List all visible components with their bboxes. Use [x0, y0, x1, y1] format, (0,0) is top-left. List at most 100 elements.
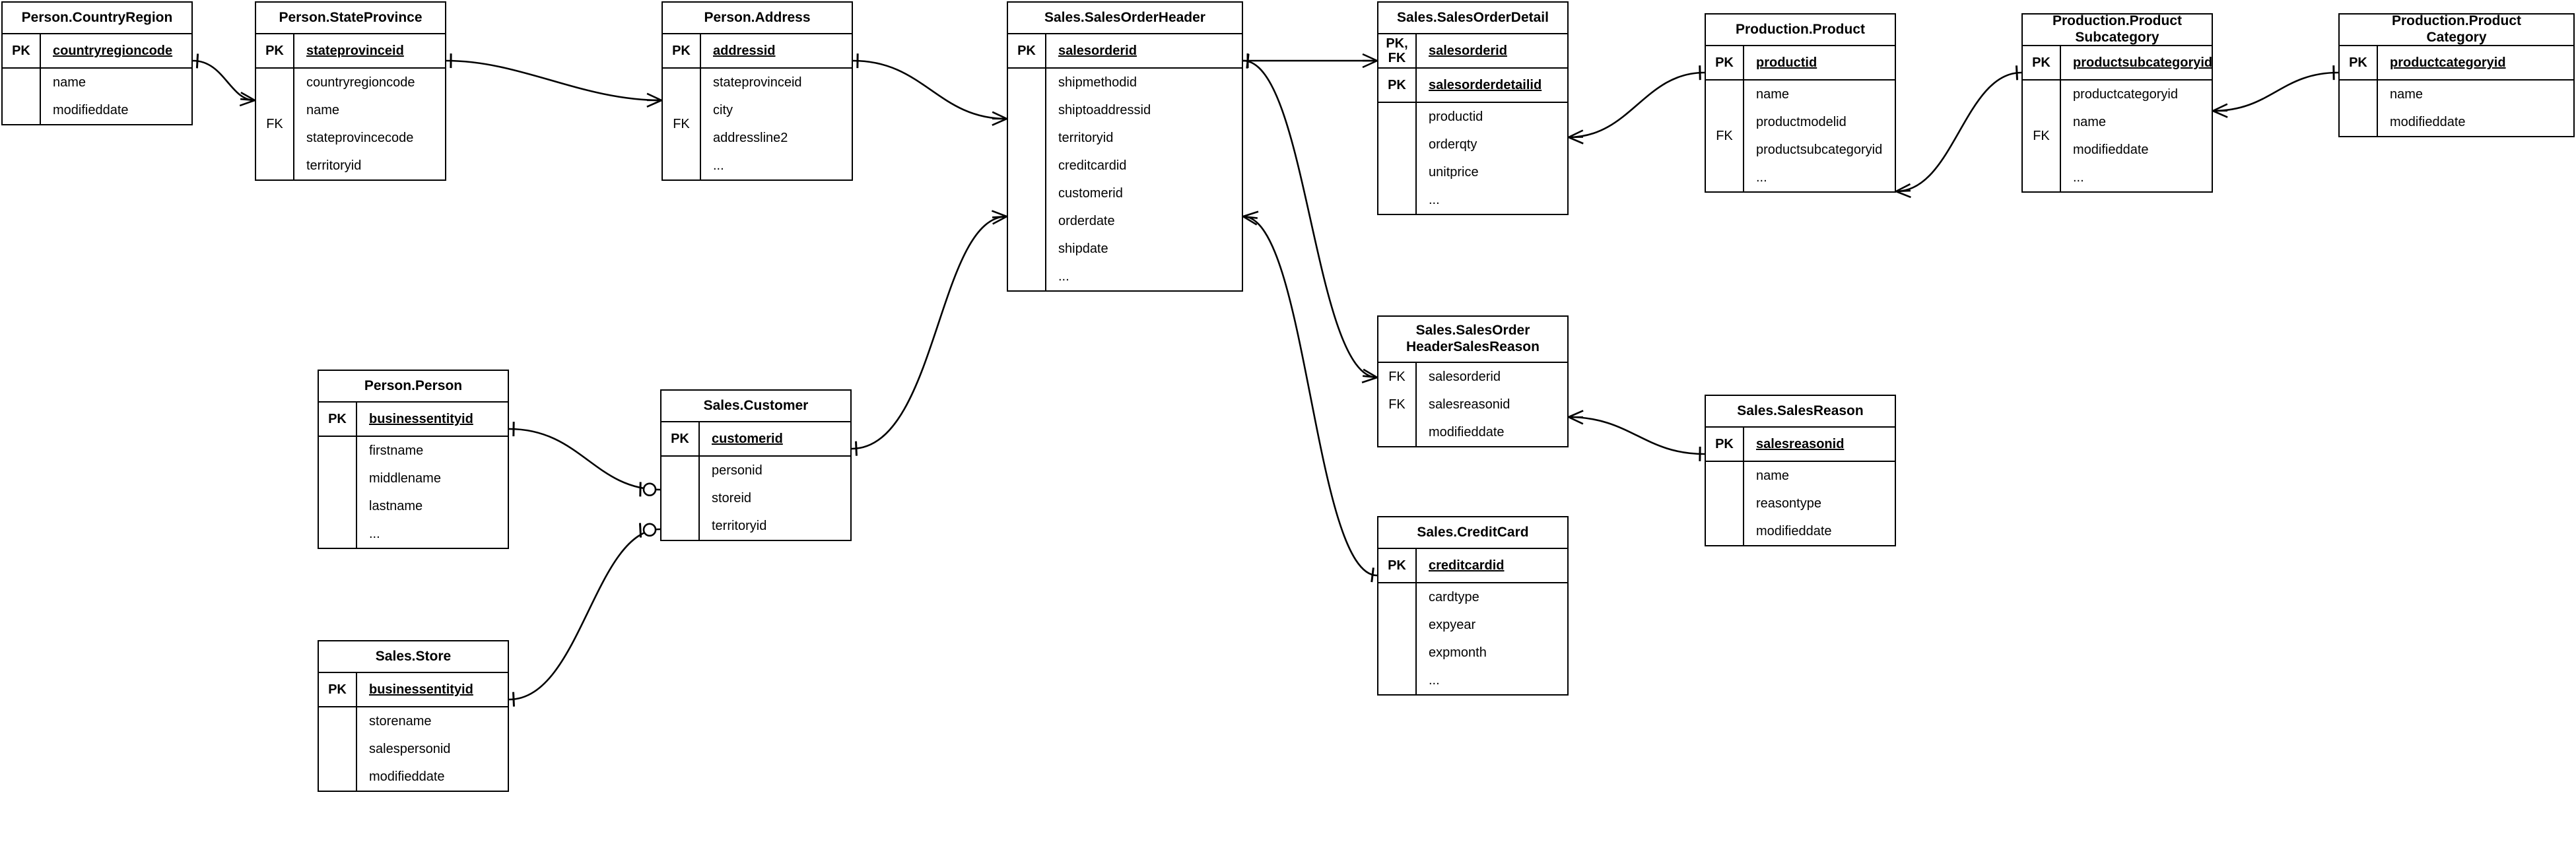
field-list: salesreasonid — [1417, 391, 1567, 418]
rel-customer-salesorderheader — [851, 210, 1007, 456]
field-name: territoryid — [306, 158, 362, 173]
field-name: personid — [712, 463, 763, 478]
field-list: modifieddate — [1417, 418, 1567, 446]
field-name: modifieddate — [2073, 143, 2149, 157]
field-name: productsubcategoryid — [1756, 143, 1883, 157]
field-list: productsubcategoryid — [2061, 46, 2212, 79]
field-name: ... — [713, 158, 724, 173]
entity-title-person_address: Person.Address — [663, 3, 852, 34]
field-list: addressid — [701, 34, 852, 67]
primary-key-field: creditcardid — [1429, 558, 1505, 573]
primary-key-field: productcategoryid — [2390, 55, 2506, 70]
entity-title-sales_salesorderdetail: Sales.SalesOrderDetail — [1378, 3, 1567, 34]
key-indicator: PK — [1378, 69, 1417, 102]
rel-address-salesorderheader — [852, 53, 1007, 126]
key-indicator: PK — [1706, 428, 1744, 461]
key-indicator: PK — [1378, 549, 1417, 582]
field-name: name — [2390, 87, 2423, 102]
entity-title-sales_creditcard: Sales.CreditCard — [1378, 517, 1567, 549]
field-name: creditcardid — [1058, 158, 1127, 173]
entity-title-person_stateprovince: Person.StateProvince — [256, 3, 445, 34]
field-name: territoryid — [712, 519, 767, 533]
field-name: name — [53, 75, 86, 90]
field-name: shipmethodid — [1058, 75, 1137, 90]
field-name: city — [713, 103, 733, 117]
field-name: reasontype — [1756, 496, 1821, 511]
key-indicator — [1706, 462, 1744, 545]
key-indicator — [1008, 69, 1046, 290]
field-name: ... — [1756, 170, 1767, 185]
field-list: productid — [1744, 46, 1895, 79]
primary-key-field: productsubcategoryid — [2073, 55, 2213, 70]
entity-title-person_person: Person.Person — [319, 371, 508, 403]
field-name: middlename — [369, 471, 441, 486]
entity-title-production_product: Production.Product — [1706, 15, 1895, 46]
field-name: stateprovinceid — [713, 75, 802, 90]
field-name: ... — [2073, 170, 2084, 185]
primary-key-field: salesorderdetailid — [1429, 78, 1542, 92]
primary-key-field: salesreasonid — [1756, 437, 1845, 451]
key-indicator: PK — [256, 34, 294, 67]
rel-salesorderheader-sohsalesreason — [1242, 53, 1378, 383]
field-name: unitprice — [1429, 165, 1479, 179]
key-indicator — [1378, 418, 1417, 446]
field-list: stateprovinceid city addressline2... — [701, 69, 852, 179]
key-indicator: FK — [2023, 81, 2061, 191]
field-group: PK salesreasonid — [1706, 428, 1895, 462]
field-name: modifieddate — [369, 769, 445, 784]
entity-title-sales_customer: Sales.Customer — [661, 391, 850, 422]
key-indicator: FK — [1378, 363, 1417, 391]
entity-title-sales_store: Sales.Store — [319, 641, 508, 673]
field-list: stateprovinceid — [294, 34, 445, 67]
entity-title-person_countryregion: Person.CountryRegion — [3, 3, 191, 34]
field-name: addressline2 — [713, 131, 788, 145]
rel-person-customer — [508, 422, 661, 497]
field-name: name — [2073, 115, 2107, 129]
field-list: businessentityid — [357, 403, 508, 436]
rel-productsubcategory-productcategory — [2212, 65, 2339, 118]
